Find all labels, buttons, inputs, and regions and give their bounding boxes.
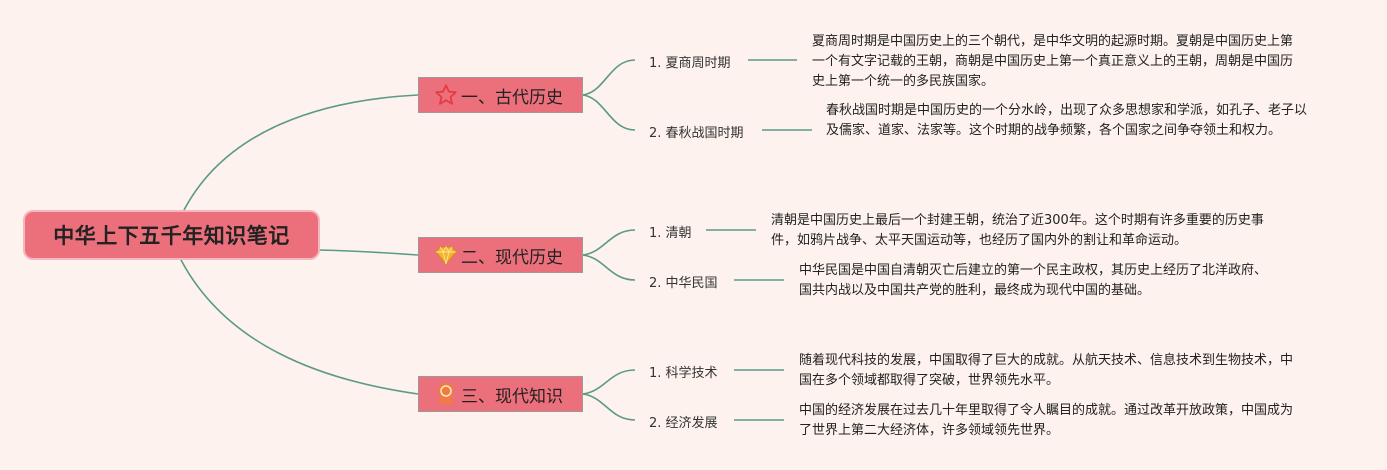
medal-icon	[433, 382, 459, 406]
topic-title: 一、古代历史	[461, 87, 563, 108]
description-xia-shang-zhou: 夏商周时期是中国历史上的三个朝代，是中华文明的起源时期。夏朝是中国历史上第一个有…	[812, 34, 1294, 89]
topic-modern-knowledge[interactable]: 三、现代知识	[418, 376, 583, 412]
description-science-technology: 随着现代科技的发展，中国取得了巨大的成就。从航天技术、信息技术到生物技术，中国在…	[799, 353, 1294, 388]
connector-topic-3-sub-2	[582, 393, 636, 421]
subtopic-republic-of-china[interactable]: 2. 中华民国	[649, 276, 718, 291]
star-icon	[433, 83, 459, 107]
description-republic-of-china: 中华民国是中国自清朝灭亡后建立的第一个民主政权，其历史上经历了北洋政府、国共内战…	[799, 263, 1268, 298]
connector-topic-1-sub-2	[582, 94, 636, 131]
diamond-icon	[433, 243, 459, 267]
subtopic-spring-autumn[interactable]: 2. 春秋战国时期	[649, 126, 744, 141]
subtopic-science-technology[interactable]: 1. 科学技术	[649, 366, 718, 381]
subtopic-economic-development[interactable]: 2. 经济发展	[649, 416, 718, 431]
connector-topic-2-sub-1	[582, 229, 636, 256]
connector-topic-2-sub-2	[582, 254, 636, 281]
topic-modern-history[interactable]: 二、现代历史	[418, 237, 583, 273]
description-economic-development: 中国的经济发展在过去几十年里取得了令人瞩目的成就。通过改革开放政策，中国成为了世…	[799, 403, 1294, 438]
subtopic-xia-shang-zhou[interactable]: 1. 夏商周时期	[649, 56, 731, 71]
topic-ancient-history[interactable]: 一、古代历史	[418, 77, 583, 113]
root-node[interactable]: 中华上下五千年知识笔记	[25, 212, 318, 258]
connector-topic-3-sub-1	[582, 369, 636, 395]
connector-topic-1-sub-1	[582, 59, 636, 96]
root-title: 中华上下五千年知识笔记	[53, 224, 290, 248]
description-qing-dynasty: 清朝是中国历史上最后一个封建王朝，统治了近300年。这个时期有许多重要的历史事件…	[771, 213, 1264, 248]
description-spring-autumn: 春秋战国时期是中国历史的一个分水岭，出现了众多思想家和学派，如孔子、老子以及儒家…	[826, 103, 1308, 138]
connector-root-topic-2	[317, 249, 419, 256]
connector-root-topic-1	[182, 94, 419, 213]
topic-title: 三、现代知识	[461, 386, 563, 407]
topic-title: 二、现代历史	[461, 247, 563, 268]
connector-root-topic-3	[179, 257, 419, 395]
subtopic-qing-dynasty[interactable]: 1. 清朝	[649, 226, 692, 241]
